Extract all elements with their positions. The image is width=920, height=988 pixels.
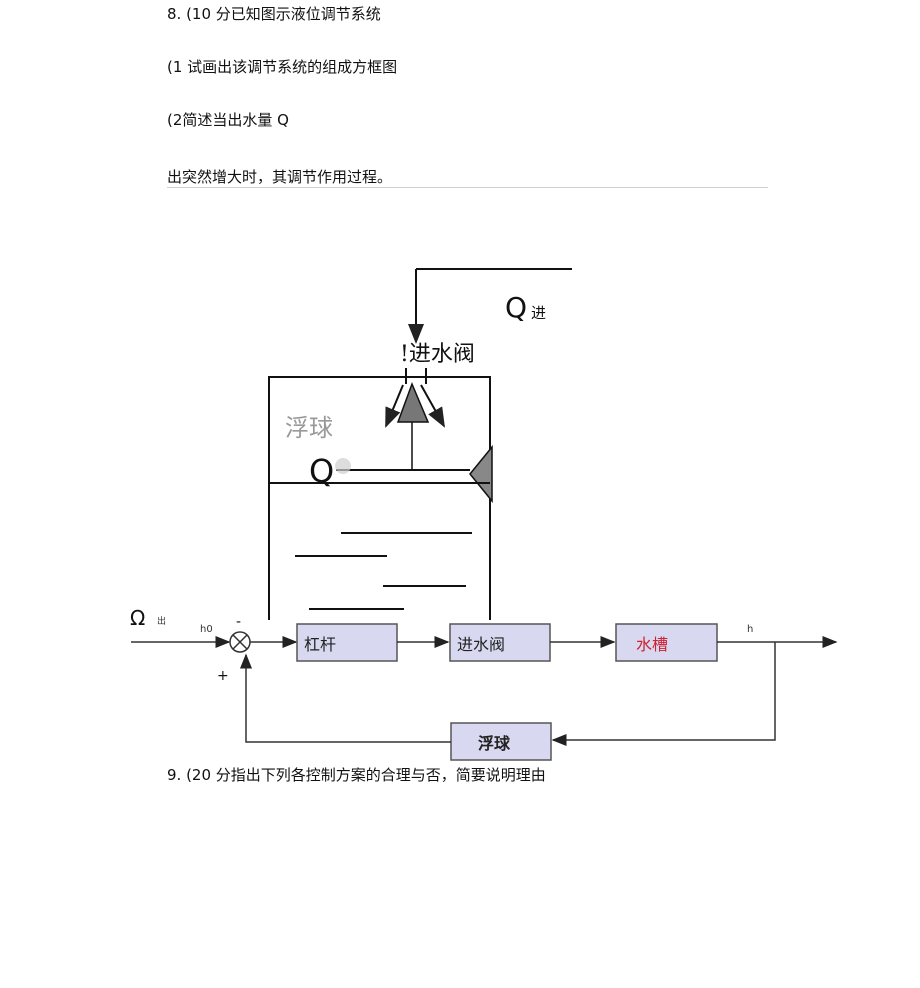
block-float [450,722,552,761]
question-8-part-2: (2简述当出水量 Q [167,111,289,129]
plus-sign: + [217,668,229,684]
pivot-icon [469,444,493,504]
summing-junction [229,631,251,653]
block-lever-label: 杠杆 [304,635,336,654]
question-8-part-1: (1 试画出该调节系统的组成方框图 [167,58,398,76]
block-tank [615,623,718,662]
question-9-title: 9. (20 分指出下列各控制方案的合理与否，简要说明理由 [167,766,546,784]
input-subscript: 出 [157,615,166,627]
tank-schematic: Q 进 !进水阀 浮球 Q [268,268,572,620]
inflow-label: Q [505,291,527,324]
float-label: 浮球 [285,414,333,442]
block-valve-label: 进水阀 [457,635,505,654]
valve-icon [396,381,430,423]
question-8-title: 8. (10 分已知图示液位调节系统 [167,5,381,23]
block-diagram: Ω 出 h0 - + 杠杆 进水阀 水槽 h 浮球 [130,606,838,761]
divider-line [167,187,768,188]
setpoint-label: h0 [200,624,213,635]
block-tank-label: 水槽 [636,635,668,654]
inflow-subscript: 进 [531,304,546,322]
input-label: Ω [130,606,145,630]
block-float-label: 浮球 [478,734,511,753]
question-8-part-2-continued: 出突然增大时，其调节作用过程。 [167,168,393,186]
output-label: h [747,624,753,635]
valve-label: !进水阀 [400,342,475,367]
outflow-label: Q [309,452,334,490]
minus-sign: - [236,614,241,630]
